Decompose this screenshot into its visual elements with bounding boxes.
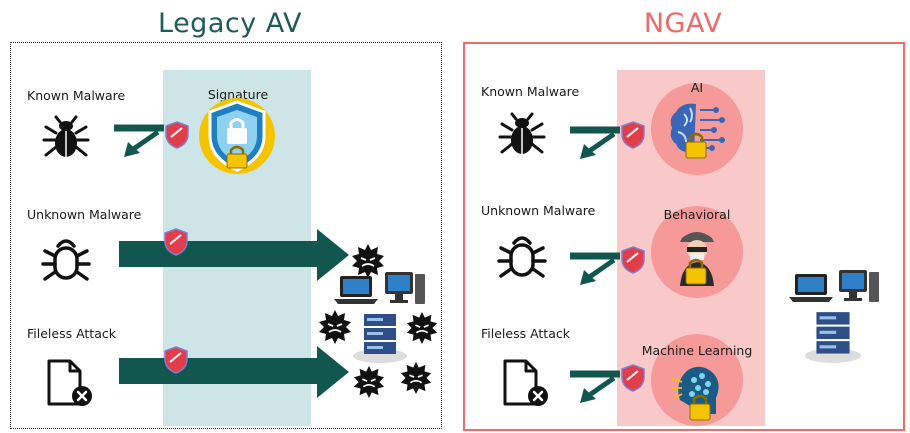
legacy-av-panel xyxy=(10,42,442,429)
ngav-fileless-attack-arrow xyxy=(570,366,630,408)
legacy-unknown-malware-arrow xyxy=(119,229,349,281)
legacy-fileless-attack-shield-icon xyxy=(164,346,188,374)
legacy-fileless-attack-label: Fileless Attack xyxy=(27,326,116,341)
ngav-fileless-attack-shield-icon xyxy=(621,364,645,392)
ngav-panel xyxy=(463,42,905,431)
virus-icon xyxy=(351,244,385,278)
virus-icon xyxy=(406,312,438,344)
server-icon xyxy=(804,310,862,364)
unknown-malware-bug-icon xyxy=(40,236,92,286)
ngav-known-malware-label: Known Malware xyxy=(481,84,580,99)
ai-layer-disc xyxy=(651,83,743,175)
laptop-icon xyxy=(334,275,378,305)
ngav-known-malware-arrow xyxy=(570,122,630,164)
laptop-icon xyxy=(789,273,833,303)
fileless-attack-file-icon xyxy=(500,358,552,408)
legacy-fileless-attack-arrow xyxy=(119,346,349,398)
legacy-known-malware-arrow xyxy=(114,120,174,162)
virus-icon xyxy=(400,362,432,394)
legacy-unknown-malware-shield-icon xyxy=(164,228,188,256)
legacy-av-title: Legacy AV xyxy=(158,8,302,39)
behavioral-label: Behavioral xyxy=(663,207,731,222)
ngav-known-malware-shield-icon xyxy=(621,121,645,149)
ngav-fileless-attack-label: Fileless Attack xyxy=(481,326,570,341)
desktop-computer-icon xyxy=(838,268,880,304)
ai-label: AI xyxy=(690,80,704,95)
ngav-unknown-malware-shield-icon xyxy=(621,246,645,274)
legacy-unknown-malware-label: Unknown Malware xyxy=(27,207,142,222)
server-icon xyxy=(352,312,408,364)
legacy-known-malware-label: Known Malware xyxy=(27,88,126,103)
ngav-unknown-malware-arrow xyxy=(570,248,630,290)
ai-brain-icon xyxy=(664,98,730,164)
machine-learning-head-icon xyxy=(670,360,726,424)
legacy-known-malware-shield-icon xyxy=(165,121,189,149)
known-malware-bug-icon xyxy=(40,115,92,161)
unknown-malware-bug-icon xyxy=(496,233,548,283)
virus-icon xyxy=(353,366,385,398)
signature-shield-icon xyxy=(194,96,280,176)
ngav-unknown-malware-label: Unknown Malware xyxy=(481,203,596,218)
virus-icon xyxy=(318,310,352,344)
machine-learning-label: Machine Learning xyxy=(641,343,753,358)
behavioral-intruder-icon xyxy=(674,224,720,290)
signature-label: Signature xyxy=(207,87,269,102)
ngav-title: NGAV xyxy=(643,8,723,39)
known-malware-bug-icon xyxy=(496,112,548,158)
desktop-computer-icon xyxy=(384,270,426,306)
fileless-attack-file-icon xyxy=(44,358,96,408)
